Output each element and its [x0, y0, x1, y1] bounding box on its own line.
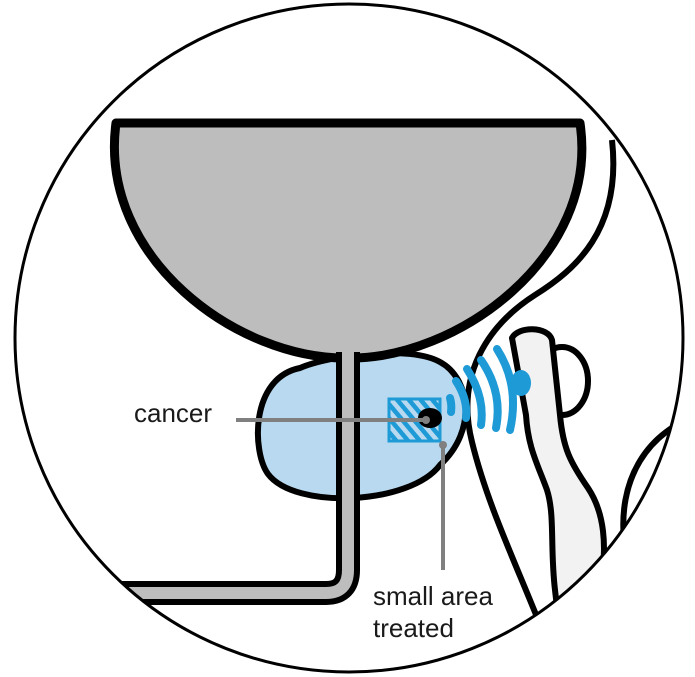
treated-label-line2: treated — [373, 613, 454, 643]
cancer-label: cancer — [134, 398, 212, 428]
rectum-wall-inner — [595, 415, 695, 640]
ultrasound-probe — [511, 329, 604, 677]
treated-label-line1: small area — [373, 581, 493, 611]
bladder — [114, 123, 581, 358]
